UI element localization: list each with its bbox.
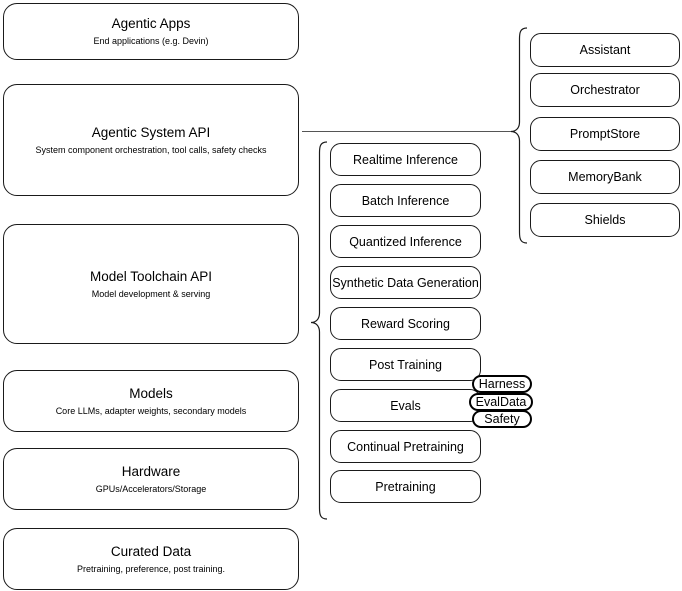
component-synthetic-data-generation[interactable]: Synthetic Data Generation bbox=[330, 266, 481, 299]
component-label: Evals bbox=[390, 398, 421, 413]
component-label: Assistant bbox=[579, 43, 631, 57]
component-label: Pretraining bbox=[375, 479, 436, 494]
layer-hardware[interactable]: Hardware GPUs/Accelerators/Storage bbox=[3, 448, 299, 510]
component-reward-scoring[interactable]: Reward Scoring bbox=[330, 307, 481, 340]
layer-subtitle: End applications (e.g. Devin) bbox=[93, 36, 209, 46]
layer-agentic-system-api[interactable]: Agentic System API System component orch… bbox=[3, 84, 299, 196]
component-label: Post Training bbox=[369, 357, 442, 372]
layer-model-toolchain-api[interactable]: Model Toolchain API Model development & … bbox=[3, 224, 299, 344]
layer-subtitle: Model development & serving bbox=[91, 288, 211, 299]
component-label: Continual Pretraining bbox=[347, 439, 464, 454]
component-realtime-inference[interactable]: Realtime Inference bbox=[330, 143, 481, 176]
layer-subtitle: Pretraining, preference, post training. bbox=[76, 563, 226, 574]
layer-subtitle: System component orchestration, tool cal… bbox=[35, 144, 267, 155]
component-continual-pretraining[interactable]: Continual Pretraining bbox=[330, 430, 481, 463]
layer-subtitle: Core LLMs, adapter weights, secondary mo… bbox=[55, 405, 247, 416]
toolchain-components-brace bbox=[310, 141, 328, 520]
badge-label: EvalData bbox=[475, 395, 527, 409]
component-evals[interactable]: Evals bbox=[330, 389, 481, 422]
badge-harness[interactable]: Harness bbox=[472, 375, 532, 393]
component-label: Realtime Inference bbox=[353, 152, 458, 167]
component-label: PromptStore bbox=[569, 127, 641, 141]
layer-agentic-apps[interactable]: Agentic Apps End applications (e.g. Devi… bbox=[3, 3, 299, 60]
component-batch-inference[interactable]: Batch Inference bbox=[330, 184, 481, 217]
component-label: Orchestrator bbox=[570, 83, 640, 97]
layer-title: Models bbox=[129, 385, 173, 401]
component-assistant[interactable]: Assistant bbox=[530, 33, 680, 67]
component-label: Quantized Inference bbox=[349, 234, 462, 249]
component-shields[interactable]: Shields bbox=[530, 203, 680, 237]
component-post-training[interactable]: Post Training bbox=[330, 348, 481, 381]
badge-label: Harness bbox=[478, 377, 526, 391]
layer-subtitle: GPUs/Accelerators/Storage bbox=[95, 483, 207, 494]
badge-safety[interactable]: Safety bbox=[472, 410, 532, 428]
component-quantized-inference[interactable]: Quantized Inference bbox=[330, 225, 481, 258]
layer-title: Model Toolchain API bbox=[89, 268, 213, 284]
badge-label: Safety bbox=[484, 412, 520, 426]
layer-title: Agentic Apps bbox=[111, 16, 191, 31]
badge-evaldata[interactable]: EvalData bbox=[469, 393, 533, 411]
component-orchestrator[interactable]: Orchestrator bbox=[530, 73, 680, 107]
layer-curated-data[interactable]: Curated Data Pretraining, preference, po… bbox=[3, 528, 299, 590]
layer-title: Curated Data bbox=[110, 543, 192, 559]
component-pretraining[interactable]: Pretraining bbox=[330, 470, 481, 503]
component-label: MemoryBank bbox=[568, 170, 642, 184]
component-label: Batch Inference bbox=[361, 193, 450, 208]
component-label: Shields bbox=[584, 213, 626, 227]
layer-title: Agentic System API bbox=[91, 124, 211, 140]
system-components-brace bbox=[510, 27, 528, 244]
layer-models[interactable]: Models Core LLMs, adapter weights, secon… bbox=[3, 370, 299, 432]
component-promptstore[interactable]: PromptStore bbox=[530, 117, 680, 151]
component-label: Synthetic Data Generation bbox=[332, 275, 479, 290]
component-label: Reward Scoring bbox=[361, 316, 450, 331]
component-memorybank[interactable]: MemoryBank bbox=[530, 160, 680, 194]
layer-title: Hardware bbox=[121, 463, 181, 479]
